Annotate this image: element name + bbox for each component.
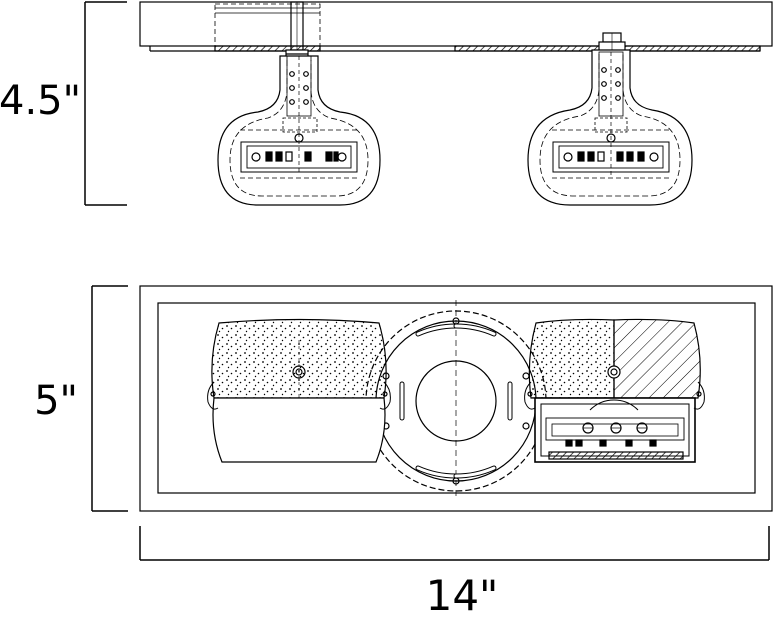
mounting-bolt-left <box>285 1 309 59</box>
height-dimension-bracket-side <box>84 1 127 206</box>
width-dimension-bracket <box>139 526 770 561</box>
mounting-backplate <box>139 1 773 52</box>
side-fixture-right <box>527 49 693 206</box>
height-label-top: 5" <box>34 378 78 424</box>
top-shade-left <box>207 318 391 463</box>
width-label: 14" <box>426 571 499 620</box>
height-label-side: 4.5" <box>0 78 81 124</box>
backplate-outline <box>139 285 773 512</box>
side-fixture-left <box>217 55 381 206</box>
crossbar-plate <box>365 300 547 500</box>
mounting-bolt-right <box>598 32 626 52</box>
height-dimension-bracket-top <box>91 285 128 512</box>
top-view <box>91 285 773 561</box>
backplate-inner-outline <box>157 302 756 494</box>
top-shade-right <box>524 318 705 463</box>
side-view <box>84 1 773 206</box>
